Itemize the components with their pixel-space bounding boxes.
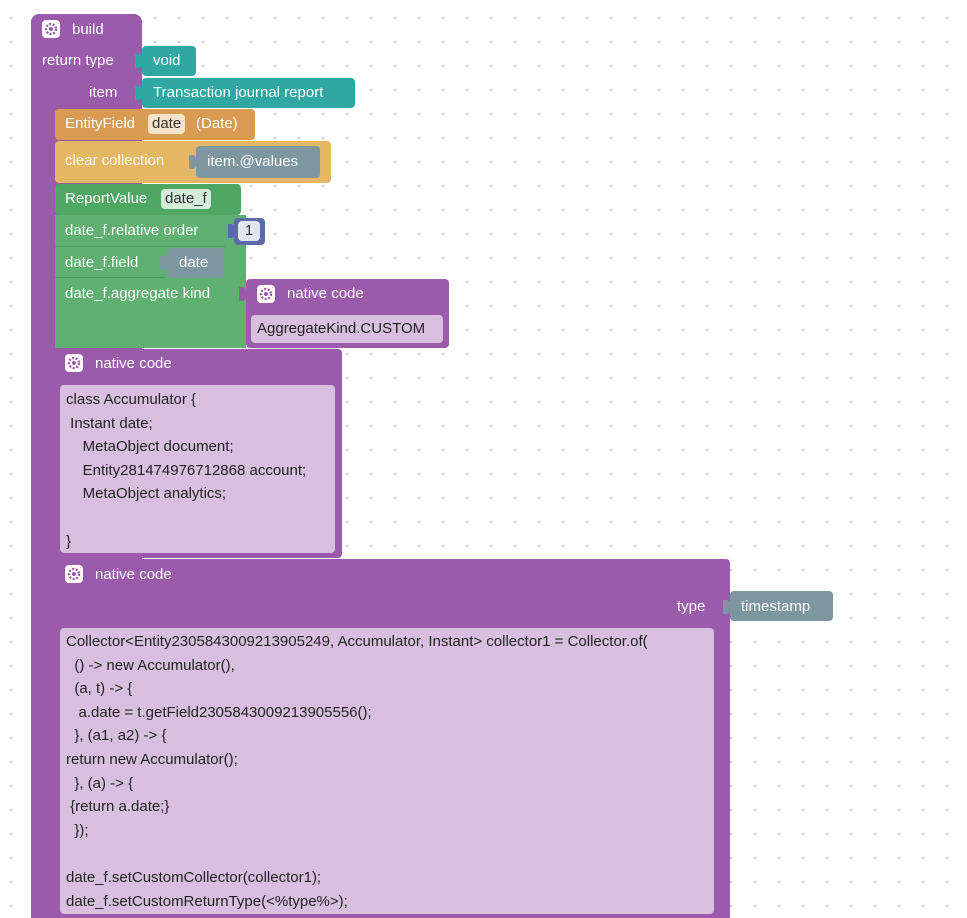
build-block-spine	[31, 60, 55, 918]
clear-collection-value: item.@values	[207, 153, 299, 170]
clear-collection-label: clear collection	[65, 152, 165, 169]
report-value-name[interactable]: date_f	[161, 189, 211, 209]
clear-collection-value-block[interactable]	[196, 146, 320, 178]
native-code-2-title: native code	[95, 566, 172, 583]
aggregate-kind-label: date_f.aggregate kind	[65, 285, 211, 302]
return-type-label: return type	[42, 52, 114, 69]
entity-field-name[interactable]: date	[148, 114, 186, 134]
gear-icon[interactable]	[65, 565, 83, 583]
relative-order-value[interactable]: 1	[238, 221, 260, 241]
type-value: timestamp	[741, 598, 811, 615]
aggregate-kind-connector	[239, 287, 246, 301]
field-label: date_f.field	[65, 254, 139, 271]
aggregate-native-code-title: native code	[287, 285, 364, 302]
return-type-value: void	[153, 52, 181, 69]
item-value-block[interactable]	[142, 78, 355, 108]
type-connector	[723, 600, 730, 614]
gear-icon[interactable]	[65, 354, 83, 372]
relative-order-row[interactable]	[55, 215, 225, 247]
relative-order-connector	[228, 224, 235, 238]
aggregate-native-code-value[interactable]: AggregateKind.CUSTOM	[251, 315, 443, 343]
item-label: item	[89, 84, 118, 101]
gear-icon[interactable]	[42, 20, 60, 38]
native-code-1-title: native code	[95, 355, 172, 372]
field-value-block[interactable]	[167, 248, 224, 278]
field-connector	[160, 256, 167, 270]
field-row[interactable]	[55, 248, 165, 278]
report-value-label: ReportValue	[65, 190, 148, 207]
build-title: build	[72, 21, 104, 38]
return-type-value-block[interactable]	[142, 46, 196, 76]
native-code-1-editor[interactable]: class Accumulator { Instant date; MetaOb…	[60, 385, 335, 553]
type-value-block[interactable]	[730, 591, 833, 621]
relative-order-label: date_f.relative order	[65, 222, 199, 239]
item-connector	[135, 86, 142, 100]
entity-field-type: (Date)	[196, 115, 238, 132]
clear-collection-connector	[189, 155, 196, 169]
native-code-2-editor[interactable]: Collector<Entity2305843009213905249, Acc…	[60, 628, 714, 914]
item-value: Transaction journal report	[153, 84, 324, 101]
entity-field-label: EntityField	[65, 115, 136, 132]
return-type-connector	[135, 54, 142, 68]
gear-icon[interactable]	[257, 285, 275, 303]
type-label: type	[677, 598, 706, 615]
field-value: date	[179, 254, 209, 271]
